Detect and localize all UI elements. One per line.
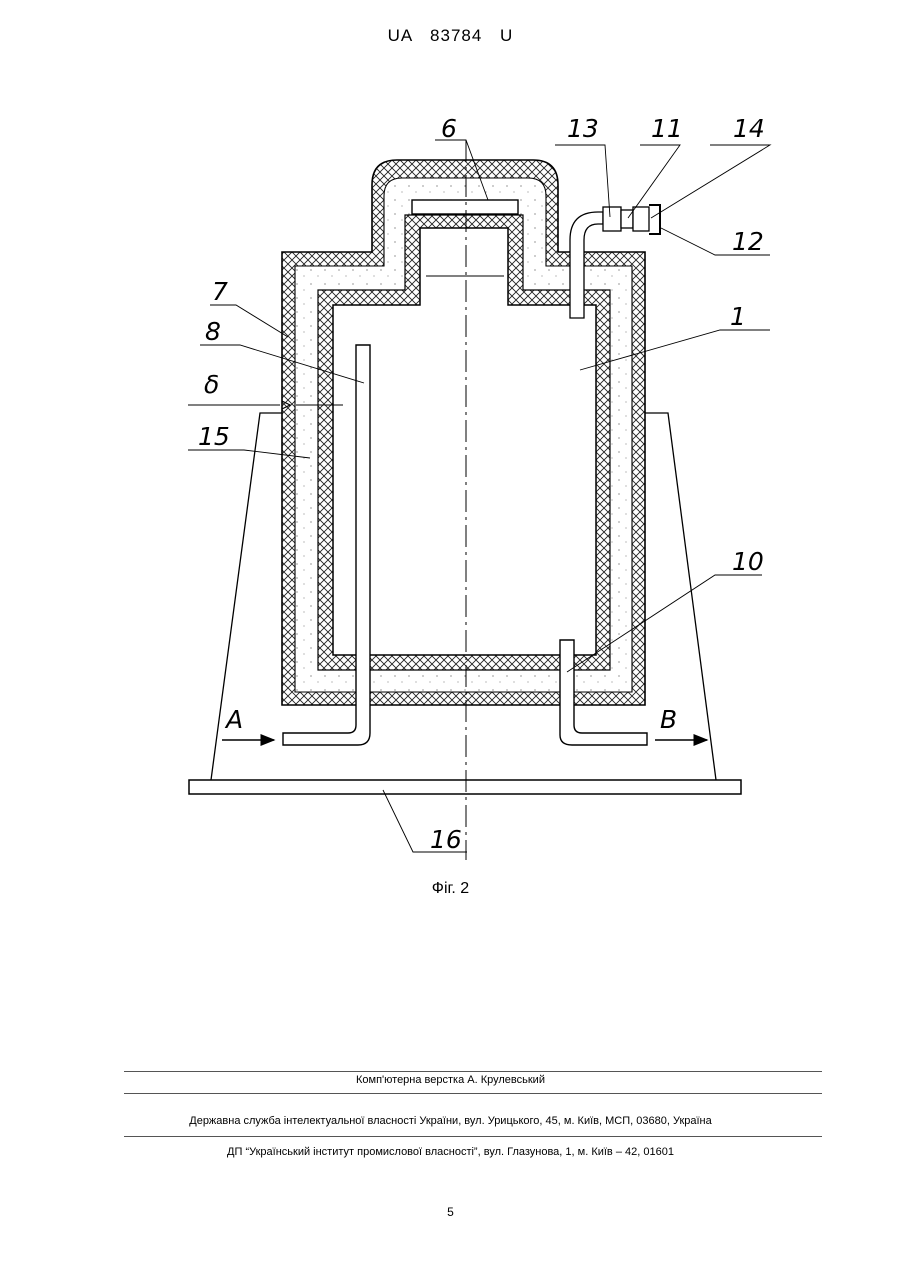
label-11: 11 [651,114,683,143]
institute-address: ДП “Український інститут промислової вла… [0,1146,901,1158]
label-15: 15 [198,422,230,451]
typesetting-credit: Комп'ютерна верстка А. Крулевський [0,1074,901,1086]
neck-cap [412,200,518,214]
footer-rule-1 [124,1071,822,1072]
label-8: 8 [205,317,221,346]
label-13: 13 [567,114,599,143]
label-delta: δ [204,370,219,399]
footer-rule-2 [124,1093,822,1094]
valve-14 [633,207,649,231]
agency-address: Державна служба інтелектуальної власност… [0,1115,901,1127]
label-16: 16 [430,825,462,854]
footer-rule-3 [124,1136,822,1137]
page-number: 5 [0,1205,901,1219]
label-a: A [224,705,243,734]
label-14: 14 [733,114,765,143]
figure-caption: Фіг. 2 [0,880,901,898]
base-plate [189,780,741,794]
valve-11 [621,210,633,228]
valve-12 [649,205,660,234]
valve-13 [603,207,621,231]
technical-drawing: 6 13 11 14 12 1 10 7 8 δ 15 A B 16 [0,0,901,900]
label-1: 1 [730,302,746,331]
label-7: 7 [212,277,228,306]
label-10: 10 [732,547,764,576]
label-b: B [660,705,677,734]
label-6: 6 [441,114,457,143]
label-12: 12 [732,227,764,256]
